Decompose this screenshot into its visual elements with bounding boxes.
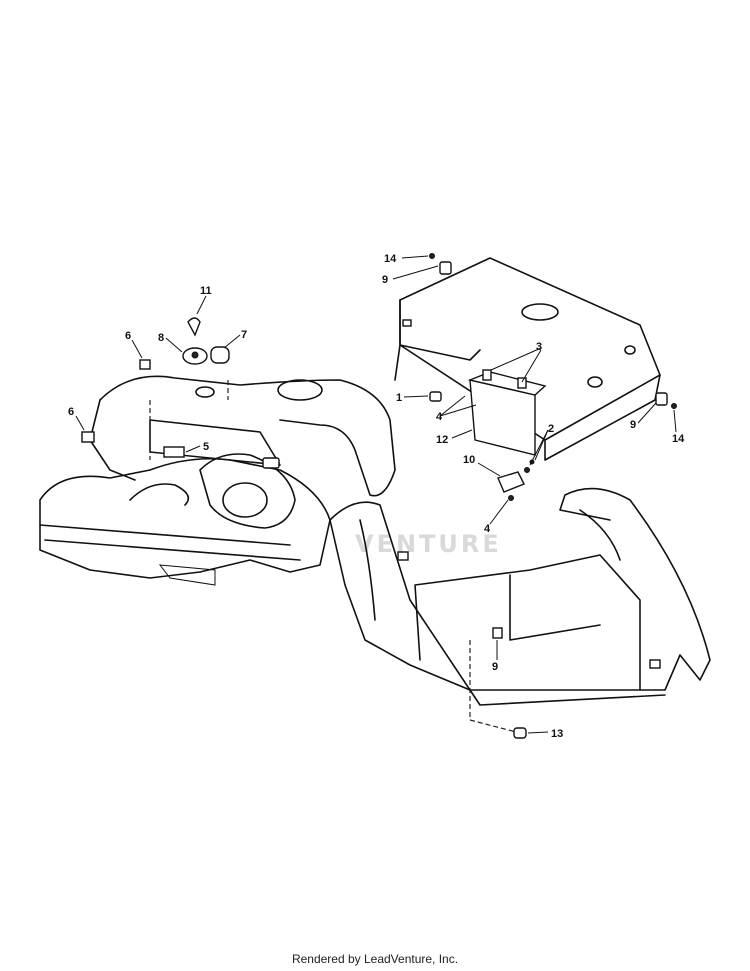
callout-4b: 4 <box>484 523 491 535</box>
callout-9c: 9 <box>492 661 498 673</box>
small-parts <box>81 253 677 739</box>
callout-6a: 6 <box>125 330 131 342</box>
callout-8: 8 <box>158 332 164 344</box>
callout-6b: 6 <box>68 406 74 418</box>
watermark-text: VENTURE <box>355 530 502 558</box>
callout-2: 2 <box>548 423 554 435</box>
callout-14b: 14 <box>672 433 685 445</box>
callout-4a: 4 <box>436 411 443 423</box>
seat-pan-assembly <box>394 257 661 461</box>
callout-10: 10 <box>463 454 475 466</box>
leader-lines <box>75 255 677 734</box>
callout-14a: 14 <box>384 253 397 265</box>
rear-frame-assembly <box>329 487 711 734</box>
callout-3: 3 <box>536 341 542 353</box>
callout-9b: 9 <box>630 419 636 431</box>
callout-7: 7 <box>241 329 247 341</box>
battery <box>467 369 547 456</box>
credit-text: Rendered by LeadVenture, Inc. <box>291 952 459 966</box>
callout-9a: 9 <box>382 274 388 286</box>
callout-1: 1 <box>396 392 402 404</box>
callout-13: 13 <box>551 728 563 740</box>
callout-5: 5 <box>203 441 209 453</box>
callouts: 11 8 7 6 6 5 14 9 1 3 4 12 9 14 10 2 4 9… <box>68 253 685 740</box>
callout-11: 11 <box>200 285 212 297</box>
callout-12: 12 <box>436 434 448 446</box>
rear-fender-assembly <box>39 375 396 586</box>
